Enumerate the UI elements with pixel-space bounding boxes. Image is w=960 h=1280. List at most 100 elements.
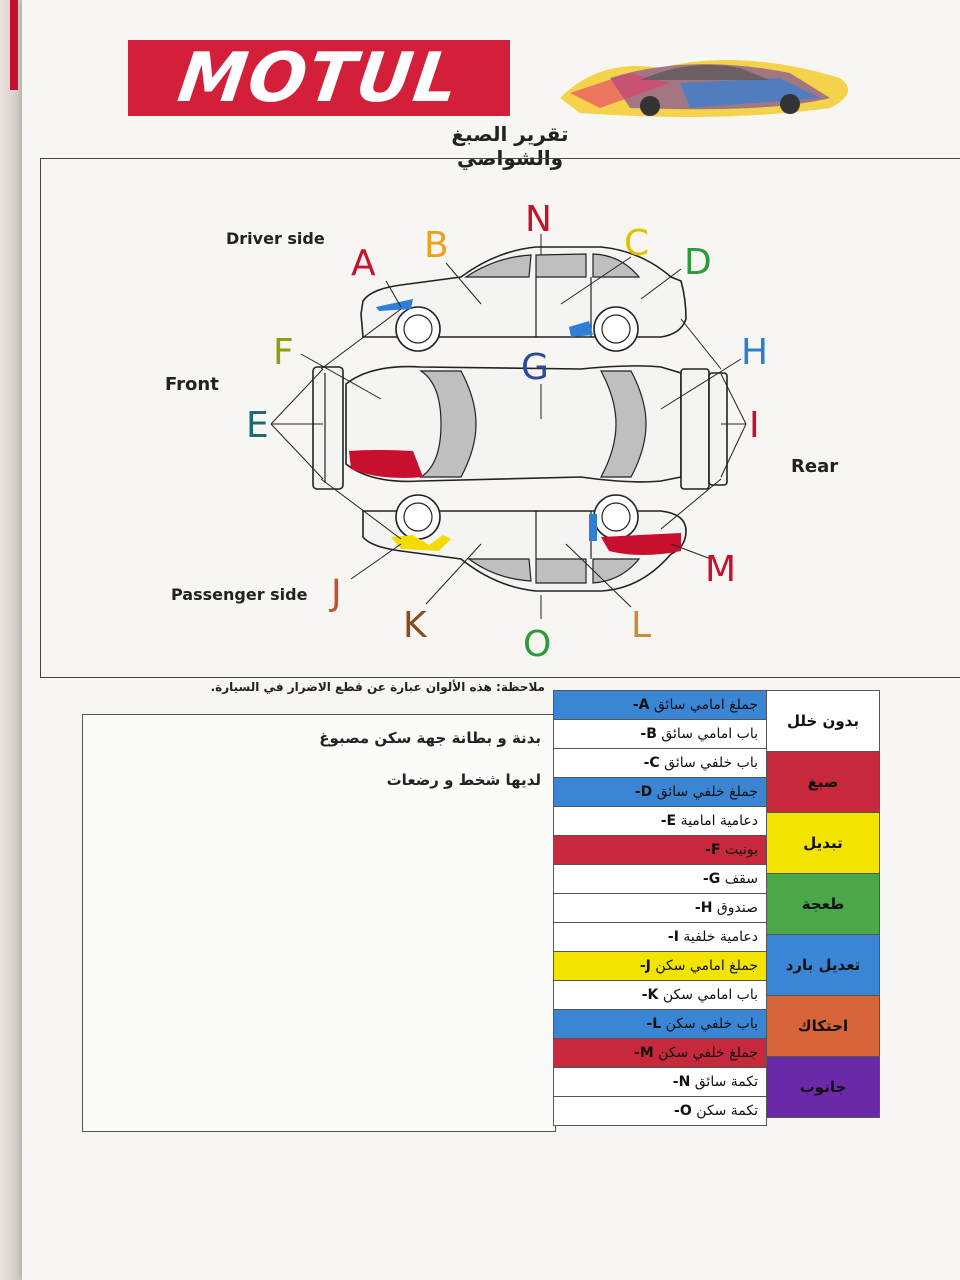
part-letters: A B C D E F G H I J K L M N O — [246, 199, 768, 665]
part-row: صندوق H- — [553, 893, 767, 923]
part-cell: صندوق H- — [553, 893, 767, 923]
part-code: M- — [633, 1045, 654, 1061]
part-cell: باب امامي سكن K- — [553, 980, 767, 1010]
part-cell: جملغ خلفي سكن M- — [553, 1038, 767, 1068]
top-view-car — [312, 365, 728, 490]
legend-swatch: تعديل بارد — [766, 934, 880, 996]
legend-row: تعديل بارد — [766, 934, 880, 996]
car-damage-diagram: .outline{fill:#f4f4f2;stroke:#222;stroke… — [165, 199, 838, 665]
letter-n: N — [525, 199, 552, 240]
part-row: باب خلفي سائق C- — [553, 748, 767, 778]
driver-side-label: Driver side — [226, 229, 325, 248]
letter-a: A — [351, 243, 376, 284]
letter-m: M — [705, 549, 736, 590]
legend-swatch: احتكاك — [766, 995, 880, 1057]
part-row: سقف G- — [553, 864, 767, 894]
part-name: باب امامي سكن — [662, 987, 758, 1003]
part-name: باب خلفي سكن — [665, 1016, 758, 1032]
part-name: تكمة سائق — [694, 1074, 758, 1090]
letter-k: K — [403, 605, 428, 646]
part-cell: جملغ امامي سكن J- — [553, 951, 767, 981]
legend-swatch: صبغ — [766, 751, 880, 813]
part-row: باب امامي سائق B- — [553, 719, 767, 749]
part-row: جملغ خلفي سائق D- — [553, 777, 767, 807]
letter-j: J — [329, 573, 342, 614]
part-row: باب امامي سكن K- — [553, 980, 767, 1010]
part-code: F- — [705, 842, 721, 858]
letter-e: E — [246, 405, 269, 446]
part-name: باب امامي سائق — [661, 726, 758, 742]
part-cell: باب امامي سائق B- — [553, 719, 767, 749]
notes-line-1: بدنة و بطانة جهة سكن مصبوغ — [319, 729, 541, 747]
part-row: جملغ امامي سائق A- — [553, 690, 767, 720]
colors-note: ملاحظة: هذه الألوان عبارة عن قطع الاضرار… — [210, 680, 545, 694]
notes-line-2: لديها شخط و رضعات — [386, 771, 541, 789]
part-code: B- — [640, 726, 657, 742]
part-cell: جملغ امامي سائق A- — [553, 690, 767, 720]
part-name: دعامية امامية — [680, 813, 758, 829]
part-row: جملغ خلفي سكن M- — [553, 1038, 767, 1068]
part-code: N- — [672, 1074, 691, 1090]
letter-g: G — [521, 347, 549, 388]
part-name: صندوق — [716, 900, 758, 916]
part-name: سقف — [724, 871, 758, 887]
legend-row: تبديل — [766, 812, 880, 874]
part-code: J- — [639, 958, 651, 974]
passenger-side-car — [362, 494, 687, 592]
part-cell: تكمة سكن O- — [553, 1096, 767, 1126]
letter-d: D — [684, 242, 712, 283]
part-row: دعامية امامية E- — [553, 806, 767, 836]
legend-row: طعجة — [766, 873, 880, 935]
part-cell: دعامية خلفية I- — [553, 922, 767, 952]
notes-box: بدنة و بطانة جهة سكن مصبوغ لديها شخط و ر… — [82, 714, 556, 1132]
part-code: E- — [660, 813, 677, 829]
part-name: تكمة سكن — [696, 1103, 758, 1119]
part-code: O- — [674, 1103, 692, 1119]
part-row: بونيت F- — [553, 835, 767, 865]
part-code: D- — [634, 784, 653, 800]
letter-h: H — [741, 332, 768, 373]
part-row: تكمة سكن O- — [553, 1096, 767, 1126]
letter-l: L — [631, 605, 651, 646]
car-diagram-frame: .outline{fill:#f4f4f2;stroke:#222;stroke… — [40, 158, 960, 678]
part-name: جملغ امامي سكن — [655, 958, 758, 974]
parts-table: جملغ امامي سائق A-باب امامي سائق B-باب خ… — [553, 690, 767, 1126]
part-cell: باب خلفي سكن L- — [553, 1009, 767, 1039]
part-cell: بونيت F- — [553, 835, 767, 865]
letter-i: I — [749, 405, 760, 446]
part-name: جملغ خلفي سكن — [658, 1045, 758, 1061]
part-name: باب خلفي سائق — [664, 755, 758, 771]
legend-row: جانوب — [766, 1056, 880, 1118]
page-edge — [0, 0, 22, 1280]
part-code: A- — [632, 697, 650, 713]
letter-b: B — [424, 225, 449, 266]
part-row: دعامية خلفية I- — [553, 922, 767, 952]
letter-c: C — [624, 223, 649, 264]
front-label: Front — [165, 374, 219, 395]
part-name: دعامية خلفية — [683, 929, 758, 945]
brand-logo-text: MOTUL — [173, 38, 465, 118]
rear-label: Rear — [791, 456, 838, 477]
part-cell: تكمة سائق N- — [553, 1067, 767, 1097]
part-code: K- — [641, 987, 659, 1003]
part-row: جملغ امامي سكن J- — [553, 951, 767, 981]
part-cell: سقف G- — [553, 864, 767, 894]
part-cell: جملغ خلفي سائق D- — [553, 777, 767, 807]
part-cell: دعامية امامية E- — [553, 806, 767, 836]
part-code: L- — [646, 1016, 662, 1032]
legend-swatch: بدون خلل — [766, 690, 880, 752]
pointer-lines — [270, 234, 747, 619]
part-code: C- — [643, 755, 660, 771]
edge-red-mark — [10, 0, 18, 90]
part-code: G- — [702, 871, 721, 887]
part-code: H- — [694, 900, 713, 916]
brand-logo: MOTUL — [128, 38, 510, 118]
legend-row: احتكاك — [766, 995, 880, 1057]
part-name: بونيت — [725, 842, 758, 858]
legend-row: صبغ — [766, 751, 880, 813]
part-row: تكمة سائق N- — [553, 1067, 767, 1097]
part-name: جملغ امامي سائق — [653, 697, 758, 713]
legend-swatch: طعجة — [766, 873, 880, 935]
letter-o: O — [523, 624, 551, 665]
